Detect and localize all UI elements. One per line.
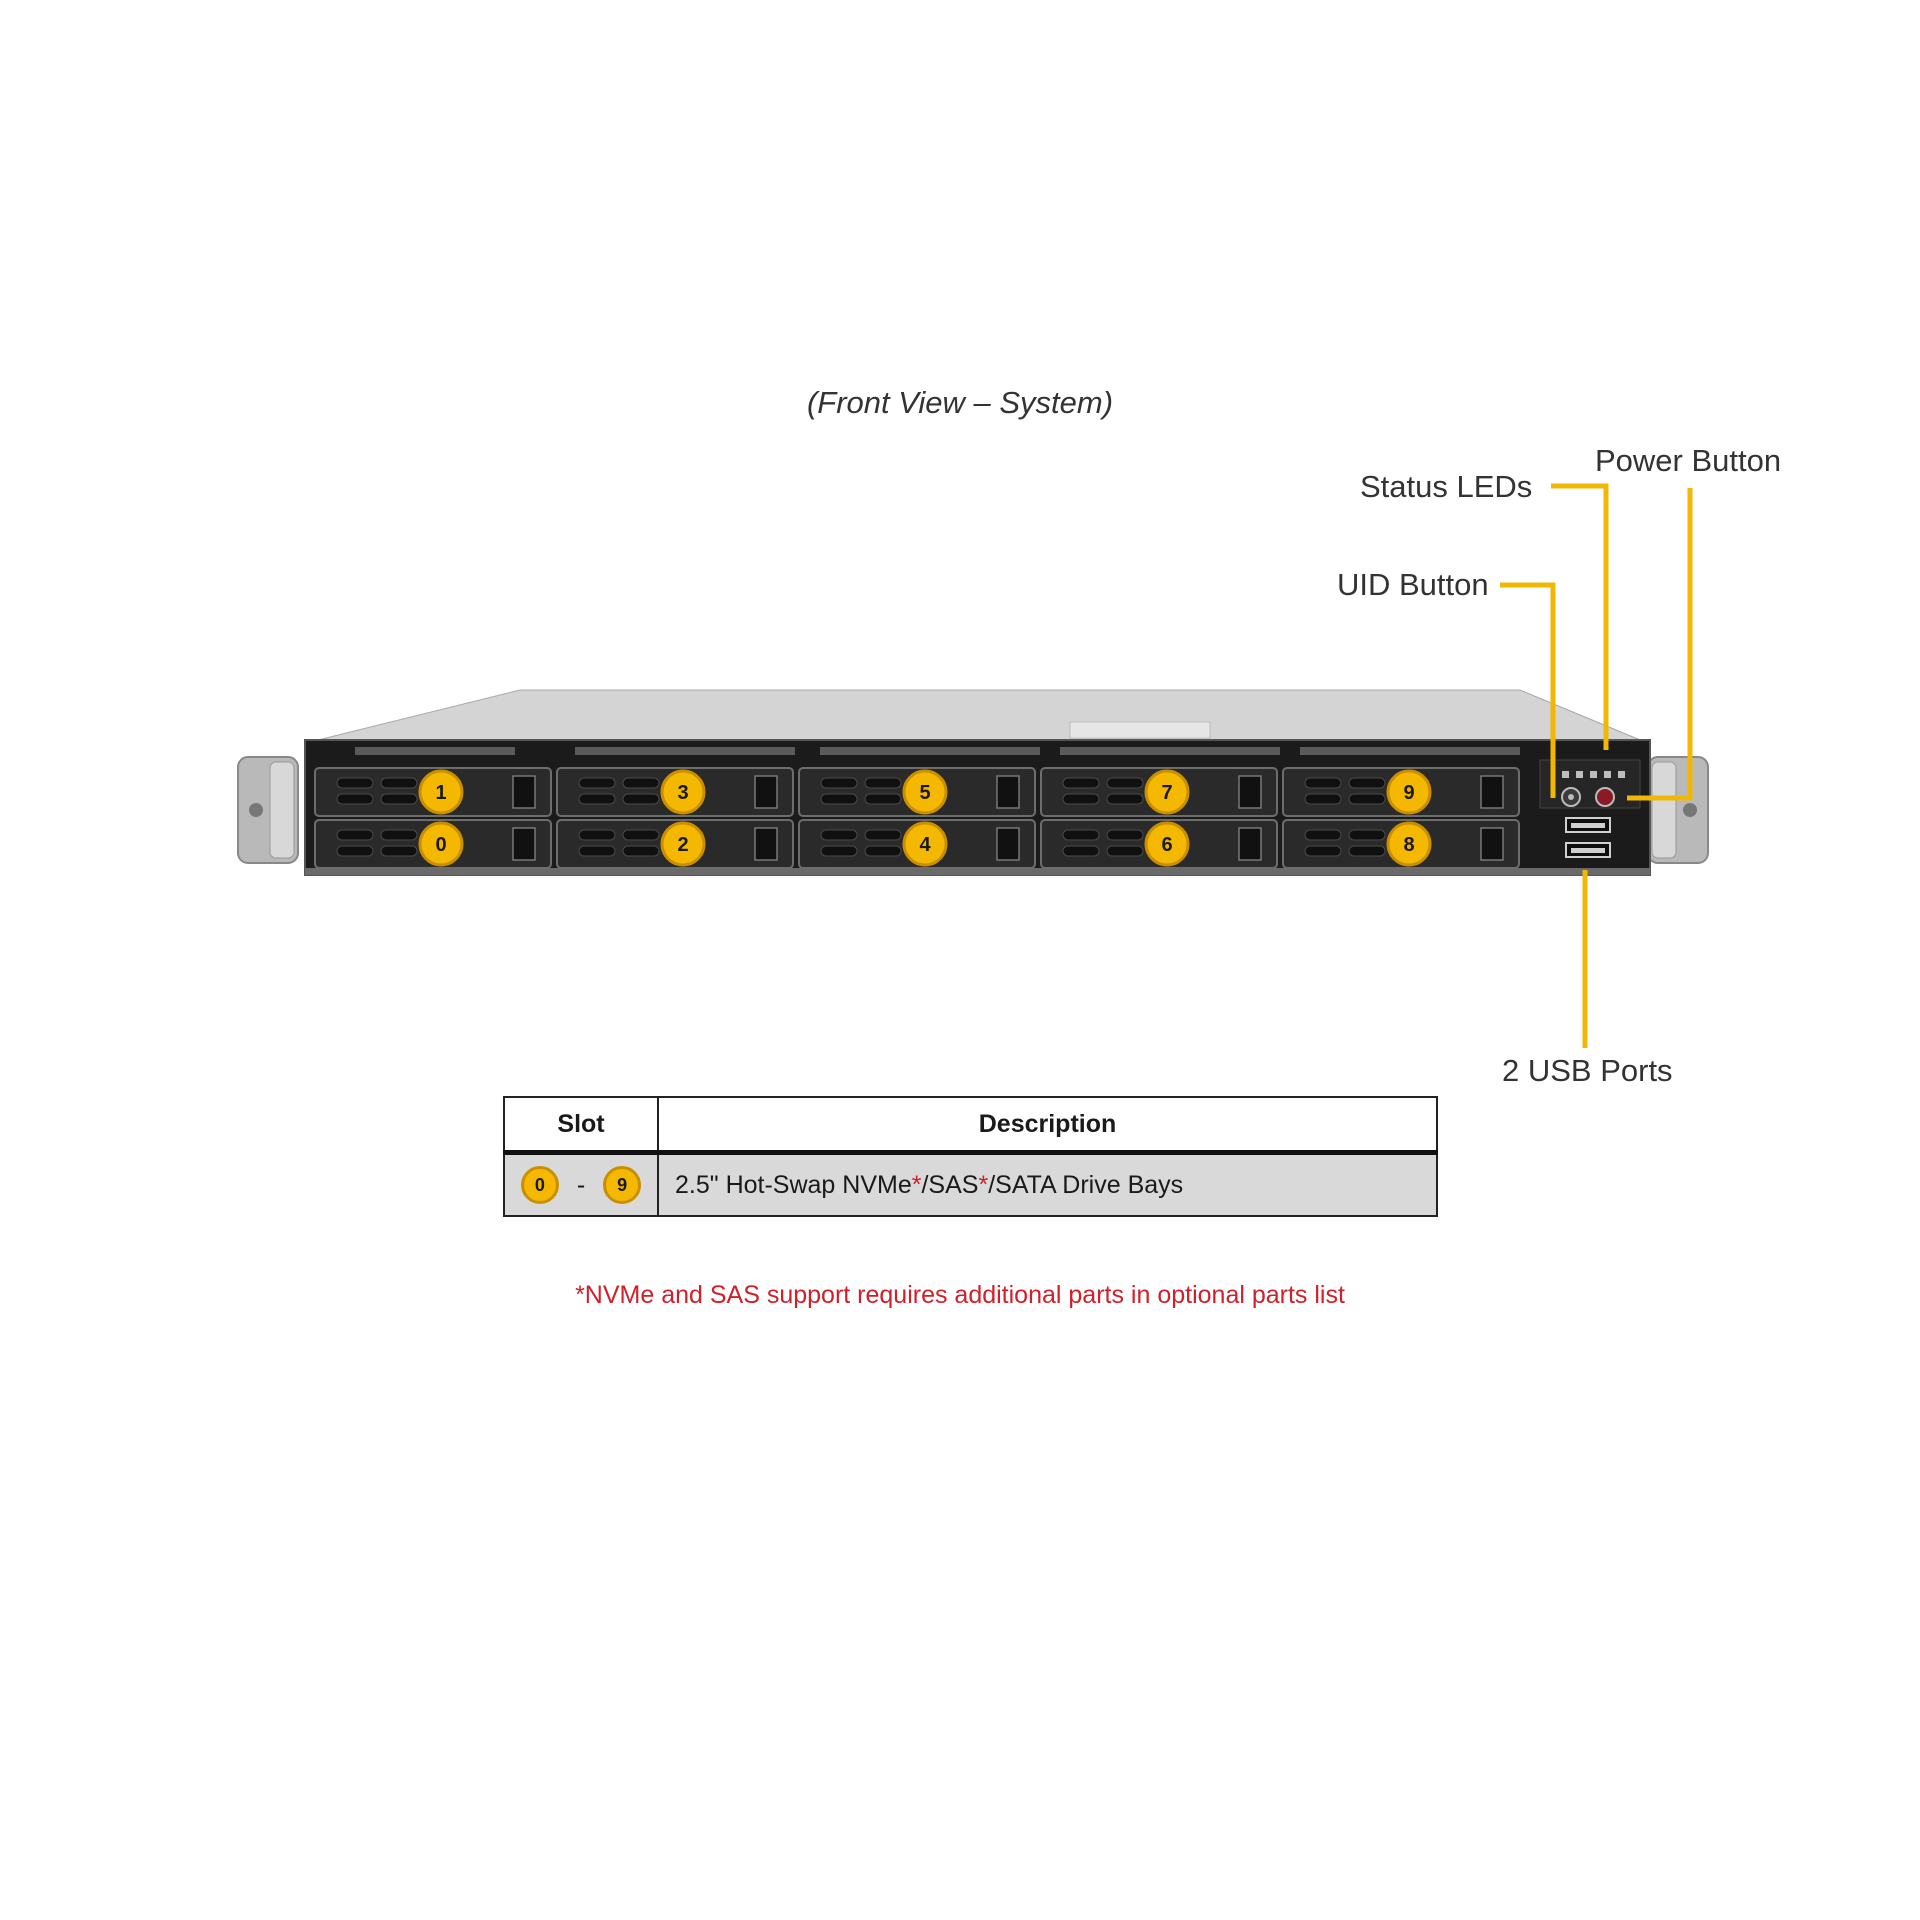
desc-part-1: 2.5" Hot-Swap NVMe — [675, 1170, 912, 1199]
status-leds-label: Status LEDs — [1360, 469, 1533, 504]
right-rack-ear — [1647, 756, 1709, 864]
uid-button-leader — [1500, 582, 1556, 798]
uid-button[interactable] — [1561, 787, 1581, 807]
power-button-leader — [1627, 488, 1693, 801]
control-panel — [1539, 759, 1641, 858]
slot-cell: 0-9 — [503, 1151, 659, 1217]
asterisk-2: * — [978, 1170, 989, 1199]
asterisk-1: * — [911, 1170, 922, 1199]
status-leds-leader — [1551, 483, 1609, 750]
description-cell: 2.5" Hot-Swap NVMe*/SAS*/SATA Drive Bays — [657, 1151, 1438, 1217]
left-rack-ear — [237, 756, 299, 864]
bay-badge-label: 4 — [919, 834, 931, 856]
bay-badge-3: 3 — [660, 769, 706, 815]
status-leds — [1562, 771, 1625, 778]
power-button[interactable] — [1595, 787, 1615, 807]
drive-bays: 1 3 5 7 9 0 2 4 6 8 — [314, 767, 1520, 869]
usb-port-2[interactable] — [1565, 842, 1611, 858]
table-header-row: Slot Description — [503, 1096, 1438, 1155]
bay-badge-8: 8 — [1386, 821, 1432, 867]
slot-to-badge: 9 — [603, 1166, 642, 1204]
vent-strip — [355, 747, 1520, 755]
slot-from-badge: 0 — [520, 1166, 559, 1204]
table-row: 0-9 2.5" Hot-Swap NVMe*/SAS*/SATA Drive … — [503, 1151, 1438, 1217]
bay-badge-7: 7 — [1144, 769, 1190, 815]
desc-part-2: /SAS — [921, 1170, 979, 1199]
chassis-top-label — [1069, 721, 1211, 739]
bay-badge-label: 7 — [1161, 782, 1172, 804]
slot-range-separator: - — [576, 1170, 586, 1199]
power-button-label: Power Button — [1595, 443, 1782, 478]
bay-badge-0: 0 — [418, 821, 464, 867]
description-header: Description — [657, 1096, 1438, 1155]
footnote: *NVMe and SAS support requires additiona… — [575, 1281, 1345, 1309]
bay-badge-6: 6 — [1144, 821, 1190, 867]
diagram-title: (Front View – System) — [806, 385, 1114, 420]
uid-button-label: UID Button — [1337, 567, 1489, 602]
bay-badge-5: 5 — [902, 769, 948, 815]
slot-header: Slot — [503, 1096, 659, 1155]
bay-badge-label: 6 — [1161, 834, 1172, 856]
bay-badge-label: 2 — [677, 834, 688, 856]
slot-description-table: Slot Description 0-9 2.5" Hot-Swap NVMe*… — [503, 1096, 1438, 1217]
bay-badge-label: 3 — [677, 782, 688, 804]
bay-badge-label: 0 — [435, 834, 446, 856]
bay-badge-9: 9 — [1386, 769, 1432, 815]
bay-badge-label: 5 — [919, 782, 930, 804]
bay-badge-label: 8 — [1403, 834, 1414, 856]
chassis-bottom-edge — [305, 868, 1650, 875]
usb-port-1[interactable] — [1565, 817, 1611, 833]
bay-badge-2: 2 — [660, 821, 706, 867]
bay-badge-label: 9 — [1403, 782, 1414, 804]
usb-ports-label: 2 USB Ports — [1502, 1053, 1673, 1088]
bay-badge-4: 4 — [902, 821, 948, 867]
bay-badge-label: 1 — [435, 782, 446, 804]
desc-part-3: /SATA Drive Bays — [988, 1170, 1184, 1199]
chassis-top — [309, 689, 1646, 743]
bay-badge-1: 1 — [418, 769, 464, 815]
